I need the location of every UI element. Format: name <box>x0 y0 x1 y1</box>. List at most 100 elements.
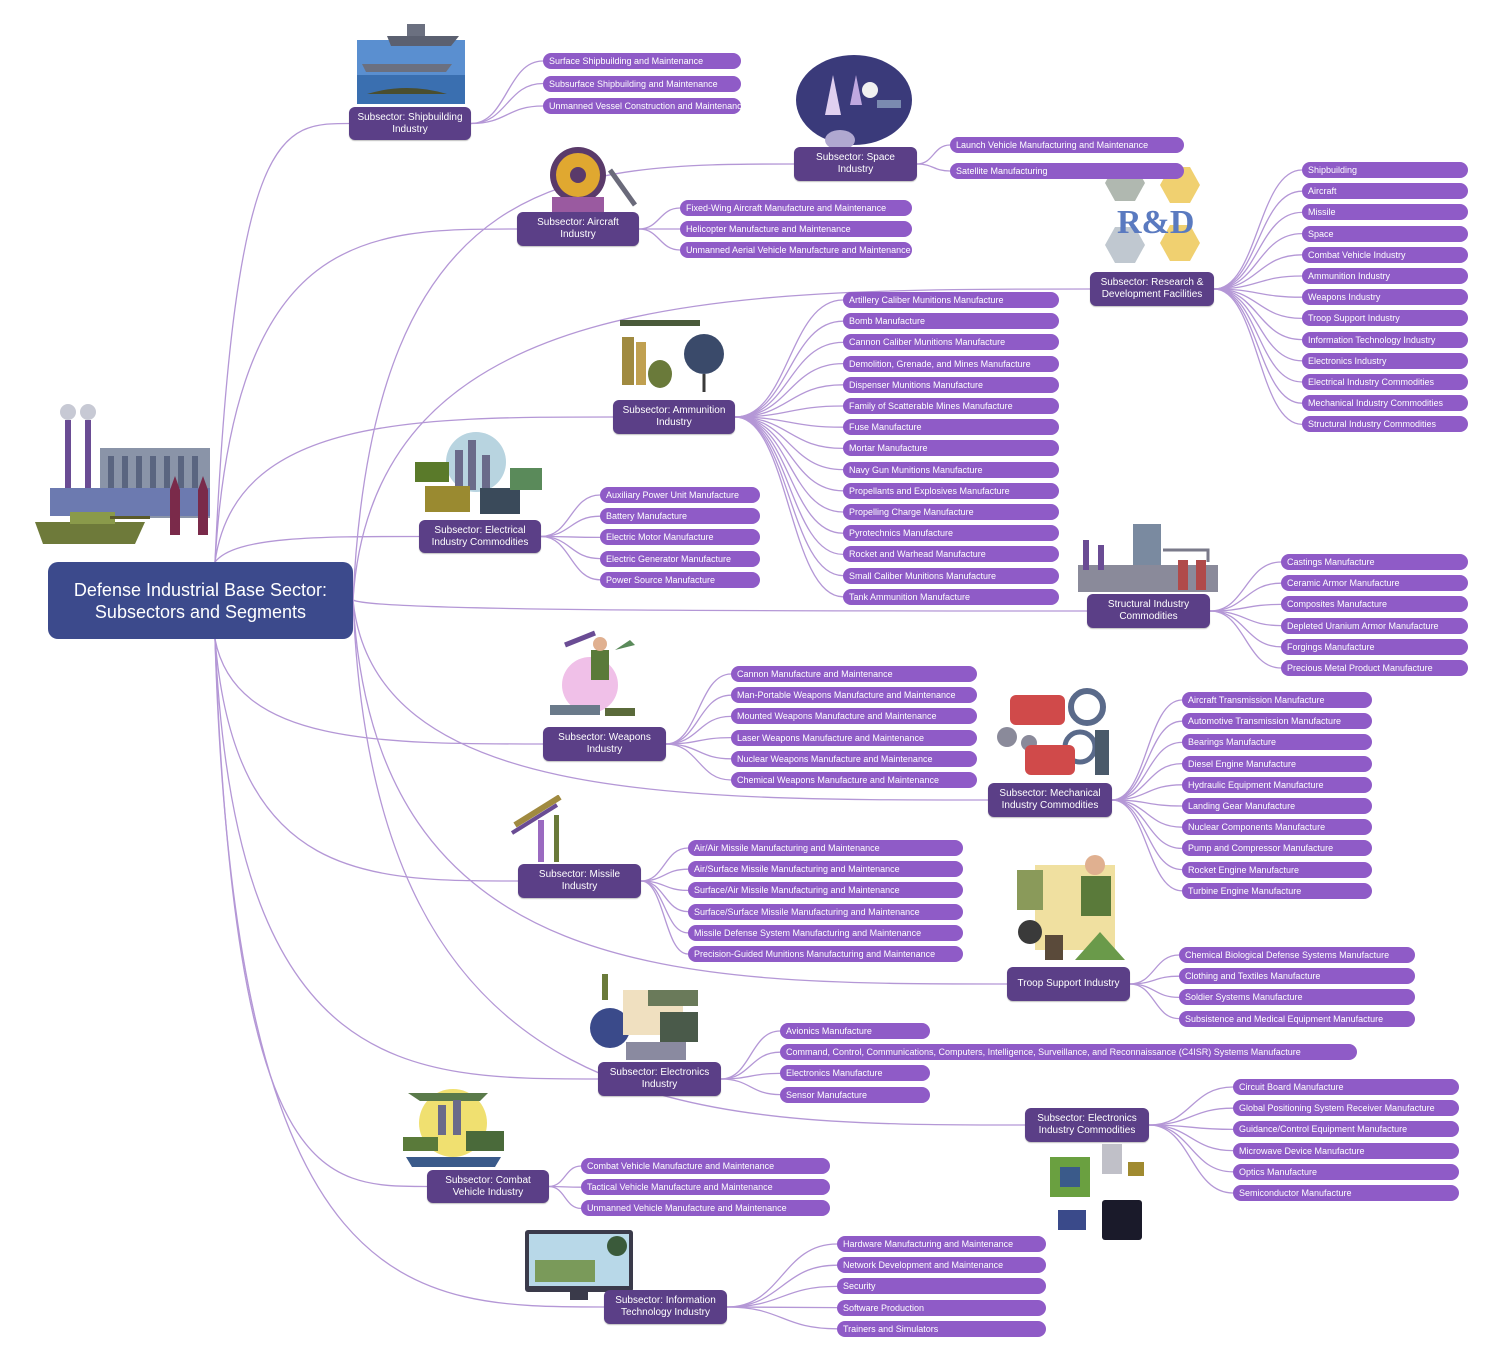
segment-item[interactable]: Navy Gun Munitions Manufacture <box>843 461 1059 478</box>
segment-item[interactable]: Surface/Air Missile Manufacturing and Ma… <box>688 882 963 899</box>
segment-item[interactable]: Dispenser Munitions Manufacture <box>843 376 1059 393</box>
subsector-electronics-commodities[interactable]: Subsector: Electronics Industry Commodit… <box>1025 1108 1149 1142</box>
segment-item[interactable]: Global Positioning System Receiver Manuf… <box>1233 1100 1459 1117</box>
segment-item[interactable]: Guidance/Control Equipment Manufacture <box>1233 1121 1459 1138</box>
segment-item[interactable]: Tank Ammunition Manufacture <box>843 588 1059 605</box>
segment-item[interactable]: Combat Vehicle Manufacture and Maintenan… <box>581 1158 830 1174</box>
segment-item[interactable]: Pump and Compressor Manufacture <box>1182 840 1372 857</box>
segment-item[interactable]: Mechanical Industry Commodities <box>1302 395 1468 412</box>
segment-item[interactable]: Propellants and Explosives Manufacture <box>843 482 1059 499</box>
segment-item[interactable]: Propelling Charge Manufacture <box>843 504 1059 520</box>
segment-item[interactable]: Surface Shipbuilding and Maintenance <box>543 53 741 69</box>
subsector-shipbuilding[interactable]: Subsector: Shipbuilding Industry <box>349 107 471 140</box>
segment-item[interactable]: Air/Air Missile Manufacturing and Mainte… <box>688 840 963 856</box>
subsector-research-development[interactable]: Subsector: Research & Development Facili… <box>1090 272 1214 306</box>
segment-item[interactable]: Nuclear Weapons Manufacture and Maintena… <box>731 750 977 767</box>
segment-item[interactable]: Precious Metal Product Manufacture <box>1281 660 1468 676</box>
segment-item[interactable]: Software Production <box>837 1299 1046 1316</box>
segment-item[interactable]: Chemical Biological Defense Systems Manu… <box>1179 947 1415 963</box>
segment-item[interactable]: Automotive Transmission Manufacture <box>1182 713 1372 730</box>
segment-item[interactable]: Network Development and Maintenance <box>837 1257 1046 1274</box>
segment-item[interactable]: Family of Scatterable Mines Manufacture <box>843 398 1059 414</box>
segment-item[interactable]: Aircraft Transmission Manufacture <box>1182 692 1372 708</box>
subsector-aircraft[interactable]: Subsector: Aircraft Industry <box>517 212 639 246</box>
subsector-space[interactable]: Subsector: Space Industry <box>794 147 917 181</box>
segment-item[interactable]: Rocket and Warhead Manufacture <box>843 546 1059 563</box>
segment-item[interactable]: Surface/Surface Missile Manufacturing an… <box>688 903 963 920</box>
segment-item[interactable]: Electrical Industry Commodities <box>1302 374 1468 390</box>
segment-item[interactable]: Hardware Manufacturing and Maintenance <box>837 1236 1046 1252</box>
segment-item[interactable]: Forgings Manufacture <box>1281 638 1468 655</box>
segment-item[interactable]: Man-Portable Weapons Manufacture and Mai… <box>731 687 977 704</box>
subsector-combat-vehicle[interactable]: Subsector: Combat Vehicle Industry <box>427 1170 549 1203</box>
segment-item[interactable]: Depleted Uranium Armor Manufacture <box>1281 617 1468 634</box>
segment-item[interactable]: Auxiliary Power Unit Manufacture <box>600 487 760 503</box>
segment-item[interactable]: Structural Industry Commodities <box>1302 416 1468 433</box>
segment-item[interactable]: Castings Manufacture <box>1281 554 1468 570</box>
segment-item[interactable]: Ceramic Armor Manufacture <box>1281 575 1468 592</box>
segment-item[interactable]: Electronics Manufacture <box>780 1065 930 1082</box>
subsector-missile[interactable]: Subsector: Missile Industry <box>518 864 641 898</box>
segment-item[interactable]: Electronics Industry <box>1302 352 1468 369</box>
segment-item[interactable]: Space <box>1302 225 1468 242</box>
segment-item[interactable]: Shipbuilding <box>1302 162 1468 178</box>
subsector-troop-support[interactable]: Troop Support Industry <box>1007 967 1130 1001</box>
segment-item[interactable]: Electric Generator Manufacture <box>600 550 760 567</box>
segment-item[interactable]: Mortar Manufacture <box>843 440 1059 457</box>
segment-item[interactable]: Missile <box>1302 204 1468 221</box>
segment-item[interactable]: Aircraft <box>1302 183 1468 200</box>
segment-item[interactable]: Launch Vehicle Manufacturing and Mainten… <box>950 137 1184 153</box>
segment-item[interactable]: Unmanned Vehicle Manufacture and Mainten… <box>581 1200 830 1217</box>
segment-item[interactable]: Ammunition Industry <box>1302 268 1468 284</box>
segment-item[interactable]: Trainers and Simulators <box>837 1320 1046 1337</box>
subsector-structural[interactable]: Structural Industry Commodities <box>1087 594 1210 628</box>
segment-item[interactable]: Diesel Engine Manufacture <box>1182 755 1372 772</box>
segment-item[interactable]: Electric Motor Manufacture <box>600 529 760 546</box>
segment-item[interactable]: Demolition, Grenade, and Mines Manufactu… <box>843 355 1059 372</box>
segment-item[interactable]: Weapons Industry <box>1302 289 1468 306</box>
segment-item[interactable]: Fixed-Wing Aircraft Manufacture and Main… <box>680 200 912 216</box>
segment-item[interactable]: Composites Manufacture <box>1281 596 1468 613</box>
segment-item[interactable]: Troop Support Industry <box>1302 310 1468 327</box>
segment-item[interactable]: Artillery Caliber Munitions Manufacture <box>843 292 1059 308</box>
subsector-ammunition[interactable]: Subsector: Ammunition Industry <box>613 400 735 434</box>
segment-item[interactable]: Satellite Manufacturing <box>950 163 1184 179</box>
subsector-information-technology[interactable]: Subsector: Information Technology Indust… <box>604 1290 727 1324</box>
segment-item[interactable]: Rocket Engine Manufacture <box>1182 861 1372 878</box>
segment-item[interactable]: Unmanned Aerial Vehicle Manufacture and … <box>680 242 912 258</box>
segment-item[interactable]: Cannon Manufacture and Maintenance <box>731 666 977 682</box>
segment-item[interactable]: Turbine Engine Manufacture <box>1182 882 1372 899</box>
segment-item[interactable]: Battery Manufacture <box>600 508 760 525</box>
segment-item[interactable]: Bearings Manufacture <box>1182 734 1372 751</box>
segment-item[interactable]: Circuit Board Manufacture <box>1233 1079 1459 1095</box>
subsector-mechanical[interactable]: Subsector: Mechanical Industry Commoditi… <box>988 783 1112 817</box>
segment-item[interactable]: Security <box>837 1278 1046 1295</box>
segment-item[interactable]: Nuclear Components Manufacture <box>1182 819 1372 836</box>
segment-item[interactable]: Microwave Device Manufacture <box>1233 1142 1459 1159</box>
subsector-electrical[interactable]: Subsector: Electrical Industry Commoditi… <box>419 520 541 553</box>
segment-item[interactable]: Mounted Weapons Manufacture and Maintena… <box>731 708 977 725</box>
subsector-weapons[interactable]: Subsector: Weapons Industry <box>543 727 666 761</box>
segment-item[interactable]: Sensor Manufacture <box>780 1086 930 1103</box>
segment-item[interactable]: Pyrotechnics Manufacture <box>843 525 1059 542</box>
segment-item[interactable]: Small Caliber Munitions Manufacture <box>843 567 1059 584</box>
segment-item[interactable]: Bomb Manufacture <box>843 313 1059 330</box>
segment-item[interactable]: Optics Manufacture <box>1233 1163 1459 1180</box>
segment-item[interactable]: Combat Vehicle Industry <box>1302 246 1468 263</box>
segment-item[interactable]: Missile Defense System Manufacturing and… <box>688 924 963 941</box>
segment-item[interactable]: Hydraulic Equipment Manufacture <box>1182 776 1372 793</box>
segment-item[interactable]: Air/Surface Missile Manufacturing and Ma… <box>688 861 963 878</box>
segment-item[interactable]: Information Technology Industry <box>1302 331 1468 348</box>
segment-item[interactable]: Tactical Vehicle Manufacture and Mainten… <box>581 1179 830 1196</box>
segment-item[interactable]: Subsurface Shipbuilding and Maintenance <box>543 75 741 92</box>
segment-item[interactable]: Fuse Manufacture <box>843 419 1059 436</box>
subsector-electronics[interactable]: Subsector: Electronics Industry <box>598 1062 721 1096</box>
segment-item[interactable]: Chemical Weapons Manufacture and Mainten… <box>731 772 977 788</box>
segment-item[interactable]: Semiconductor Manufacture <box>1233 1185 1459 1201</box>
segment-item[interactable]: Soldier Systems Manufacture <box>1179 989 1415 1006</box>
segment-item[interactable]: Command, Control, Communications, Comput… <box>780 1044 1357 1061</box>
segment-item[interactable]: Precision-Guided Munitions Manufacturing… <box>688 946 963 962</box>
segment-item[interactable]: Laser Weapons Manufacture and Maintenanc… <box>731 729 977 746</box>
segment-item[interactable]: Power Source Manufacture <box>600 571 760 588</box>
segment-item[interactable]: Landing Gear Manufacture <box>1182 798 1372 814</box>
